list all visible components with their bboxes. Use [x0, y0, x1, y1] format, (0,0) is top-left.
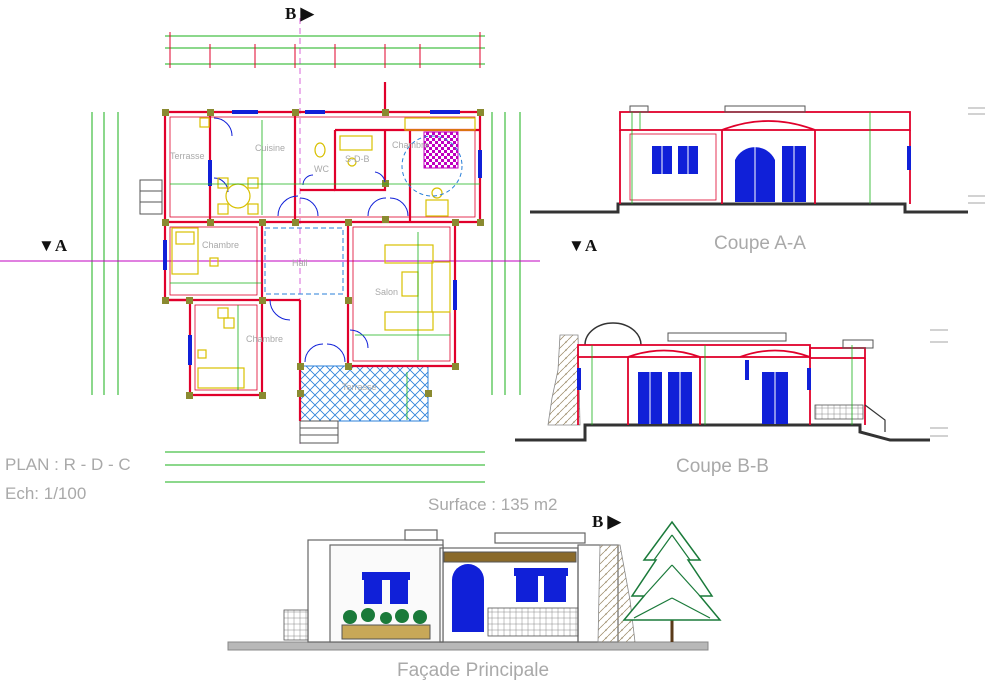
- plan-surface: Surface : 135 m2: [428, 495, 558, 514]
- floor-plan: Terrasse Cuisine S-D-B WC Chambre Chambr…: [0, 18, 540, 483]
- room-label-cuisine: Cuisine: [255, 143, 285, 153]
- section-bb-ground: [515, 423, 930, 442]
- coupe-aa-title: Coupe A-A: [714, 233, 806, 254]
- bottom-dimension-lines: [165, 451, 485, 483]
- room-label-chambre-ne: Chambre: [392, 140, 429, 150]
- room-label-chambre-sw: Chambre: [246, 334, 283, 344]
- left-dimension-lines: [91, 112, 119, 395]
- bedroom-rug: [401, 135, 463, 197]
- facade-railing-left: [283, 609, 309, 641]
- right-dimension-lines: [491, 112, 521, 395]
- room-label-salon: Salon: [375, 287, 398, 297]
- facade-cornice: [443, 551, 577, 563]
- section-b-marker-top: B ▶: [285, 4, 314, 23]
- plan-title: PLAN : R - D - C: [5, 455, 131, 474]
- coupe-bb-title: Coupe B-B: [676, 456, 769, 477]
- terrace-south-floor: [299, 365, 429, 422]
- section-aa-ground: [530, 202, 968, 214]
- room-label-chambre-w: Chambre: [202, 240, 239, 250]
- section-bb-windows: [577, 360, 811, 424]
- facade-ground: [227, 641, 709, 651]
- facade-title: Façade Principale: [397, 660, 550, 681]
- entrance-steps: [299, 420, 339, 444]
- facade-tree: [622, 520, 722, 642]
- structural-columns: [162, 109, 484, 399]
- section-aa-drawing: [530, 105, 985, 214]
- room-labels: Terrasse Cuisine S-D-B WC Chambre Chambr…: [170, 140, 429, 392]
- top-dimension-lines: [165, 32, 485, 68]
- section-bb-railing: [814, 404, 864, 420]
- facade-stone-wall: [597, 544, 636, 643]
- section-b-marker-bottom: B ▶: [592, 512, 621, 531]
- west-terrace-steps: [139, 179, 163, 215]
- plan-windows: [163, 110, 482, 365]
- room-label-terrasse-west: Terrasse: [170, 151, 205, 161]
- plan-doors: [213, 117, 409, 363]
- facade-door: [452, 564, 484, 632]
- section-a-marker-right: ▼A: [568, 236, 598, 255]
- facade-railing-right: [487, 607, 579, 637]
- facade-planters: [341, 608, 431, 640]
- room-label-hall: Hall: [292, 258, 308, 268]
- room-label-wc: WC: [314, 164, 329, 174]
- room-label-terrasse-south: Terrasse: [342, 382, 377, 392]
- facade-drawing: [227, 520, 722, 651]
- section-aa-windows: [652, 146, 911, 202]
- section-a-marker-left: ▼A: [38, 236, 68, 255]
- section-bb-dome: [584, 322, 642, 346]
- room-label-sdb: S-D-B: [345, 154, 370, 164]
- facade-windows-right: [514, 568, 568, 602]
- section-bb-drawing: [515, 322, 948, 442]
- section-bb-stone-wall: [547, 334, 581, 426]
- bed-chambre-ne: [423, 131, 459, 169]
- interior-dimensions: [170, 120, 480, 420]
- plan-scale: Ech: 1/100: [5, 484, 87, 503]
- facade-windows-left: [362, 572, 410, 604]
